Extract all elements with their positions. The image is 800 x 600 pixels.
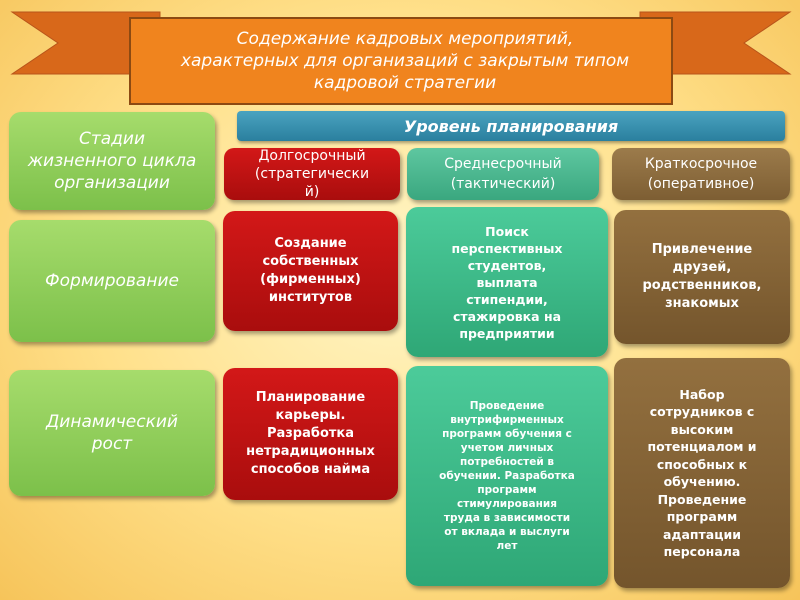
cell-line: потребностей в: [459, 456, 555, 468]
column-header-line: й): [304, 184, 320, 200]
cell-line: предприятии: [459, 325, 555, 341]
stages-header-line: жизненного цикла: [27, 151, 197, 171]
cell-line: адаптации: [662, 526, 742, 542]
stage-label: Динамический: [46, 412, 178, 432]
cell-line: выплата: [476, 274, 538, 290]
column-header-line: (стратегически: [254, 166, 370, 182]
banner-line: Содержание кадровых мероприятий,: [236, 29, 574, 49]
stage-dynamic-growth: Динамический рост: [9, 370, 215, 496]
cell-line: перспективных: [451, 240, 563, 256]
cell-line: программ: [477, 484, 537, 496]
cell-line: программ: [666, 509, 738, 524]
cell-line: труда в зависимости: [443, 512, 571, 524]
cell-line: Привлечение: [651, 242, 753, 257]
cell-line: обучении. Разработка: [439, 470, 575, 482]
cell-line: родственников,: [642, 278, 762, 293]
cell-line: собственных: [262, 254, 359, 269]
banner-title: Содержание кадровых мероприятий, характе…: [135, 20, 675, 102]
column-header-line: Краткосрочное: [644, 156, 758, 172]
stages-header-line: организации: [54, 173, 170, 193]
stage-label: рост: [91, 434, 133, 454]
cell-line: учетом личных: [460, 442, 554, 454]
cell-line: сотрудников с: [649, 404, 755, 419]
cell-growth-long-term: Планирование карьеры. Разработка нетради…: [223, 368, 398, 500]
cell-line: Создание: [274, 236, 347, 251]
cell-line: внутрифирменных: [450, 414, 564, 426]
banner-line: кадровой стратегии: [313, 73, 497, 93]
cell-line: персонала: [663, 544, 741, 559]
cell-line: стимулирования: [457, 498, 557, 510]
cell-line: высоким: [670, 421, 734, 437]
banner-line: характерных для организаций с закрытым т…: [180, 51, 630, 71]
cell-line: от вклада и выслуги: [444, 526, 570, 538]
cell-line: Поиск: [485, 223, 529, 239]
column-header-line: Долгосрочный: [258, 148, 366, 164]
column-header-line: (оперативное): [647, 176, 755, 192]
cell-line: программ обучения с: [442, 428, 572, 440]
cell-line: лет: [496, 540, 518, 552]
stage-formation: Формирование: [9, 220, 215, 342]
cell-line: способов найма: [250, 462, 371, 477]
cell-line: стипендии,: [466, 291, 548, 307]
cell-line: карьеры.: [275, 408, 346, 423]
cell-line: друзей,: [672, 260, 732, 275]
planning-level-bar: Уровень планирования: [237, 111, 785, 141]
cell-formation-long-term: Создание собственных (фирменных) институ…: [223, 211, 398, 331]
cell-formation-mid-term: Поиск перспективных студентов, выплата с…: [406, 207, 608, 357]
stages-header-line: Стадии: [78, 129, 146, 149]
cell-line: потенциалом и: [647, 439, 757, 454]
cell-line: студентов,: [467, 257, 547, 273]
cell-line: Набор: [679, 386, 725, 402]
cell-line: Проведение: [469, 400, 545, 412]
cell-line: способных к: [656, 456, 748, 472]
ribbon-banner: [10, 11, 792, 105]
cell-line: стажировка на: [452, 308, 562, 324]
stage-label: Формирование: [45, 271, 179, 291]
cell-line: Планирование: [255, 390, 366, 405]
column-header-short-term: Краткосрочное (оперативное): [612, 148, 790, 200]
stages-header: Стадии жизненного цикла организации: [9, 112, 215, 210]
cell-line: институтов: [268, 290, 353, 305]
cell-line: нетрадиционных: [246, 444, 375, 459]
cell-formation-short-term: Привлечение друзей, родственников, знако…: [614, 210, 790, 344]
column-header-long-term: Долгосрочный (стратегически й): [224, 148, 400, 200]
column-header-line: (тактический): [450, 176, 556, 192]
column-header-mid-term: Среднесрочный (тактический): [407, 148, 599, 200]
cell-line: (фирменных): [260, 272, 361, 287]
planning-level-label: Уровень планирования: [403, 116, 619, 136]
column-header-line: Среднесрочный: [444, 156, 562, 172]
cell-line: Разработка: [266, 426, 355, 441]
cell-line: Проведение: [657, 491, 747, 507]
cell-growth-mid-term: Проведение внутрифирменных программ обуч…: [406, 366, 608, 586]
cell-line: знакомых: [665, 296, 739, 311]
cell-growth-short-term: Набор сотрудников с высоким потенциалом …: [614, 358, 790, 588]
cell-line: обучению.: [663, 474, 741, 489]
